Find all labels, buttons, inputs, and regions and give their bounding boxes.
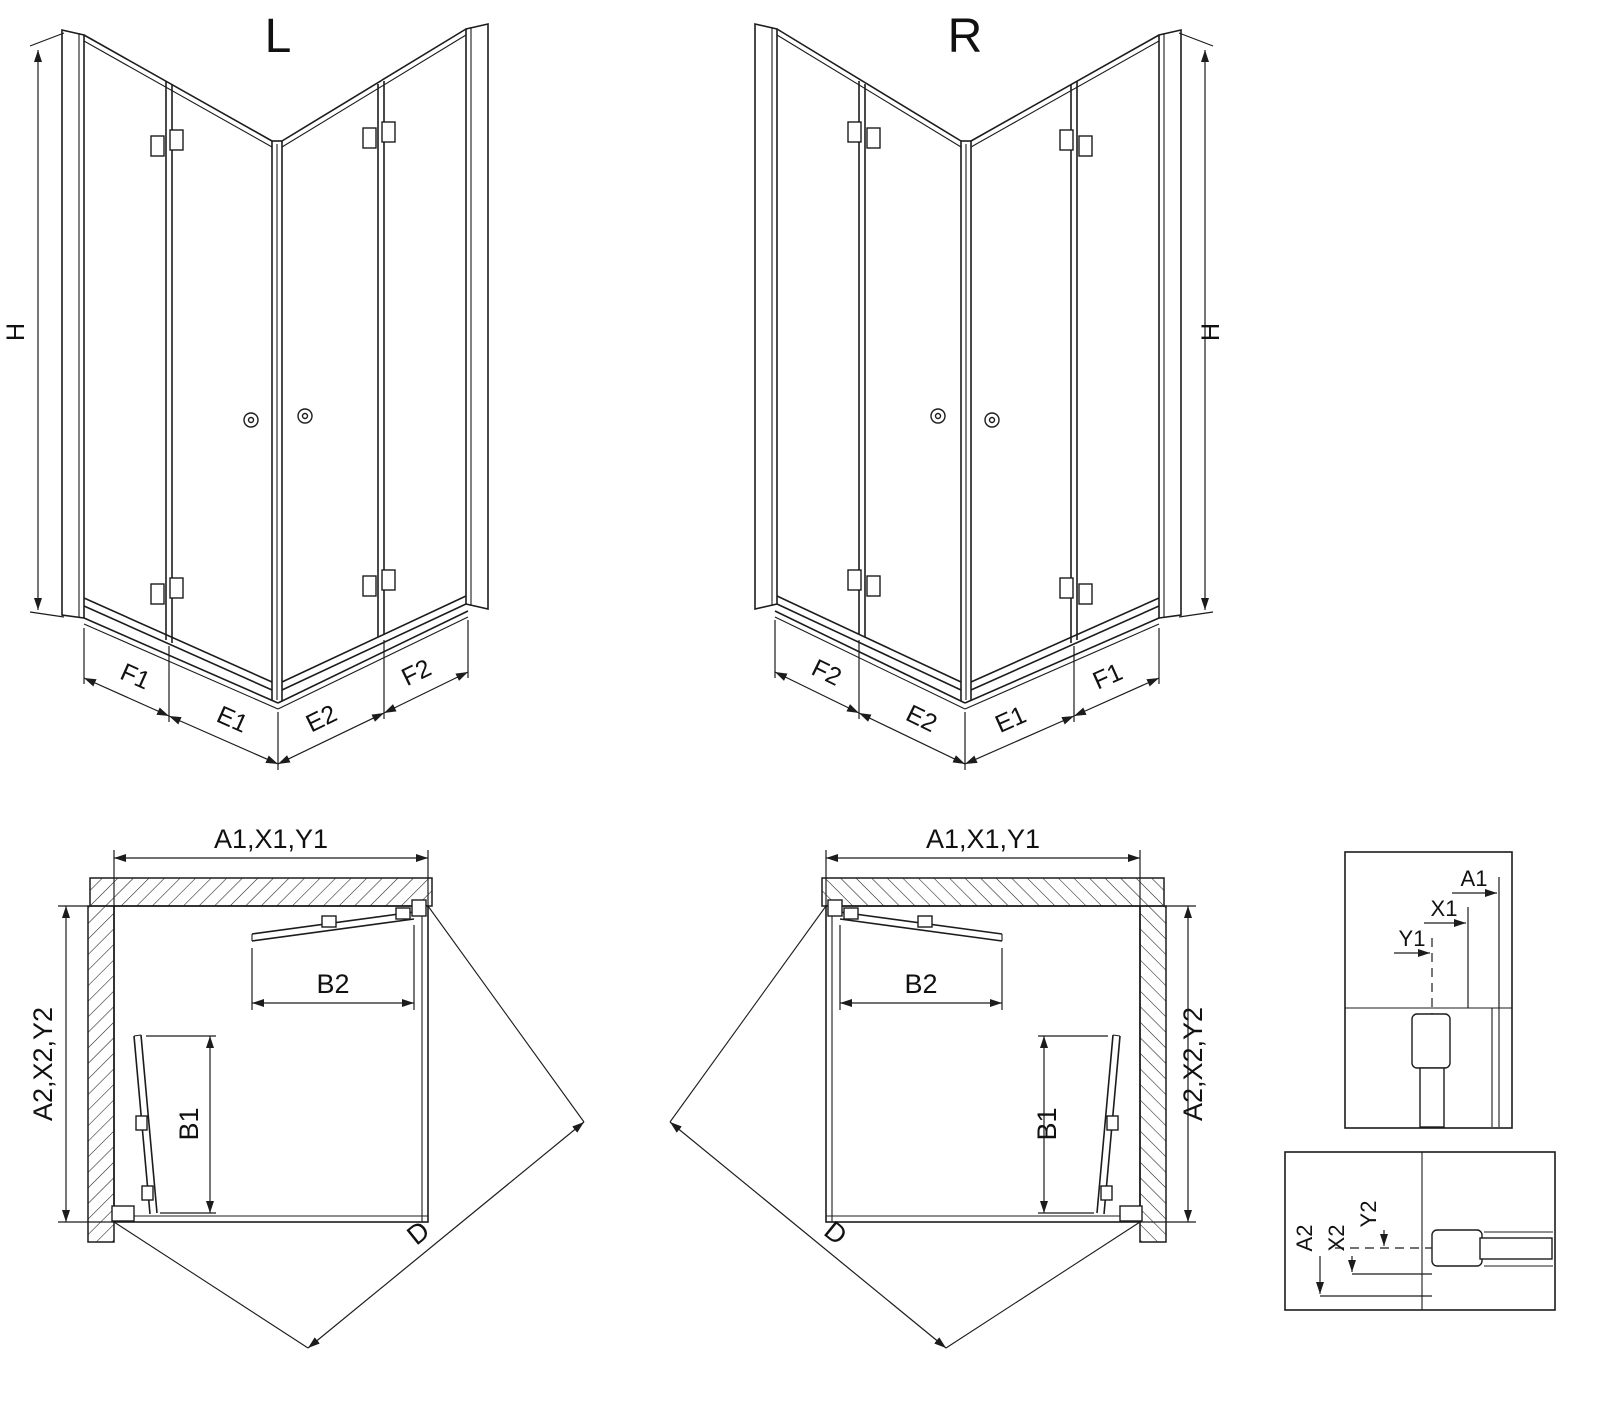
profile-section <box>1431 1229 1483 1267</box>
dim-label-a2x2y2: A2,X2,Y2 <box>28 1007 58 1121</box>
detail-frame <box>1344 851 1513 1129</box>
right-perspective-view: R H F2 E2 E1 F1 <box>755 10 1225 770</box>
right-plan-art <box>670 850 1196 1348</box>
dim-label-a2x2y2: A2,X2,Y2 <box>1178 1007 1208 1121</box>
dim-label-f2: F2 <box>397 654 436 692</box>
profile-section <box>1411 1013 1451 1069</box>
detail-dimensions <box>1394 877 1500 1008</box>
dim-label-d: D <box>401 1215 435 1251</box>
dim-label-e2: E2 <box>902 700 942 739</box>
profile-section <box>1479 1237 1553 1260</box>
right-plan-view: A1,X1,Y1 A2,X2,Y2 B2 B1 D <box>670 824 1208 1348</box>
dim-label-b1: B1 <box>174 1107 204 1140</box>
dim-label-a1x1y1: A1,X1,Y1 <box>214 824 328 854</box>
detail-view-top: A1 X1 Y1 <box>1344 851 1513 1129</box>
dim-label-e2: E2 <box>302 700 342 739</box>
dim-label-h: H <box>1197 323 1225 341</box>
detail-dimensions <box>1316 1230 1432 1297</box>
dim-label-b1: B1 <box>1032 1107 1062 1140</box>
detail-frame <box>1284 1151 1556 1311</box>
dim-label-y1: Y1 <box>1399 926 1426 951</box>
dim-label-b2: B2 <box>904 969 937 999</box>
dim-label-a1x1y1: A1,X1,Y1 <box>926 824 1040 854</box>
dim-label-f1: F1 <box>1089 658 1127 695</box>
dim-label-a2: A2 <box>1292 1225 1317 1252</box>
dim-label-a1: A1 <box>1461 866 1488 891</box>
dim-label-b2: B2 <box>316 969 349 999</box>
dim-label-e1: E1 <box>213 701 252 739</box>
dim-label-h: H <box>2 323 30 341</box>
view-title-right: R <box>948 10 983 63</box>
detail-view-bottom: A2 X2 Y2 <box>1284 1151 1556 1311</box>
dim-label-y2: Y2 <box>1356 1201 1381 1228</box>
dim-label-x1: X1 <box>1431 896 1458 921</box>
left-plan-art <box>58 850 584 1348</box>
dim-label-x2: X2 <box>1324 1225 1349 1252</box>
profile-section <box>1419 1067 1445 1128</box>
dim-label-f2: F2 <box>807 654 846 692</box>
dim-label-e1: E1 <box>991 701 1030 739</box>
left-perspective-view: L H F1 E1 E2 F2 <box>2 10 488 770</box>
dim-label-d: D <box>819 1215 853 1251</box>
dim-label-f1: F1 <box>116 658 154 695</box>
view-title-left: L <box>265 10 292 63</box>
left-plan-view: A1,X1,Y1 A2,X2,Y2 B2 B1 D <box>28 824 584 1348</box>
